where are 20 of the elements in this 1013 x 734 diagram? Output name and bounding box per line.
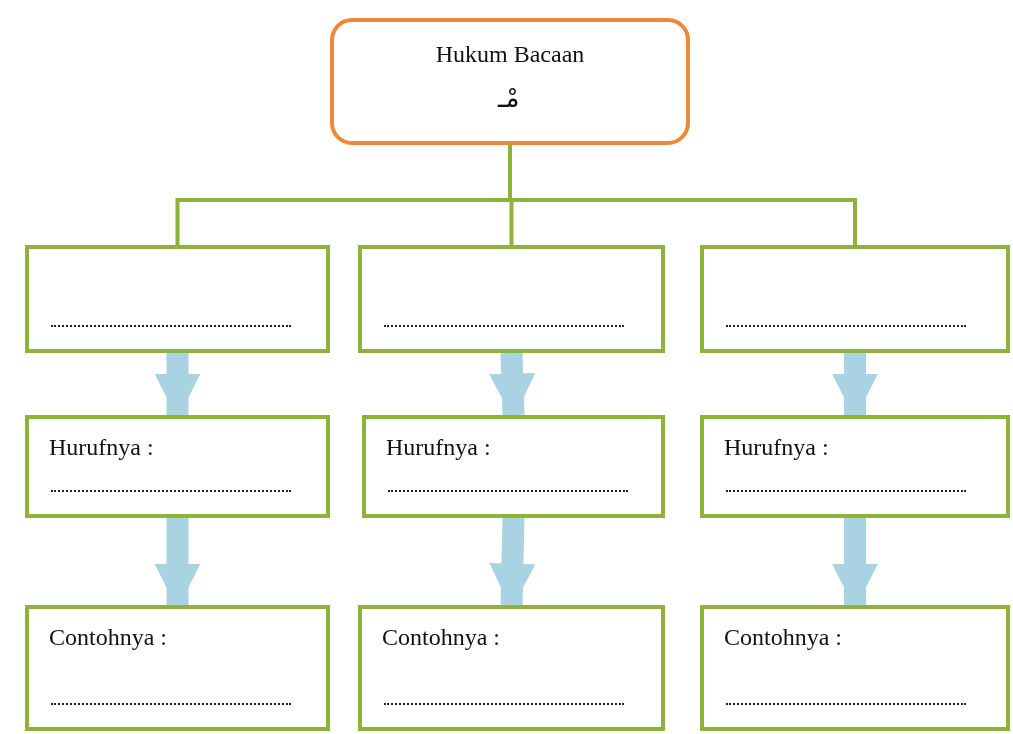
empty-box [25,245,330,353]
label-box [358,605,665,731]
box-label: Hurufnya : [724,433,829,461]
box-label: Contohnya : [49,623,167,651]
label-box [700,415,1010,518]
label-box [700,605,1010,731]
box-label: Contohnya : [382,623,500,651]
arabic-letter: مْـ [498,82,520,115]
box-label: Hurufnya : [49,433,154,461]
label-box [25,415,330,518]
empty-box [700,245,1010,353]
label-box [25,605,330,731]
box-label: Hurufnya : [386,433,491,461]
title-box [330,18,690,145]
empty-box [358,245,665,353]
block-arrow [154,518,201,610]
box-label: Contohnya : [724,623,842,651]
label-box [362,415,665,518]
block-arrow [154,353,201,420]
title-text: Hukum Bacaan [434,40,586,68]
